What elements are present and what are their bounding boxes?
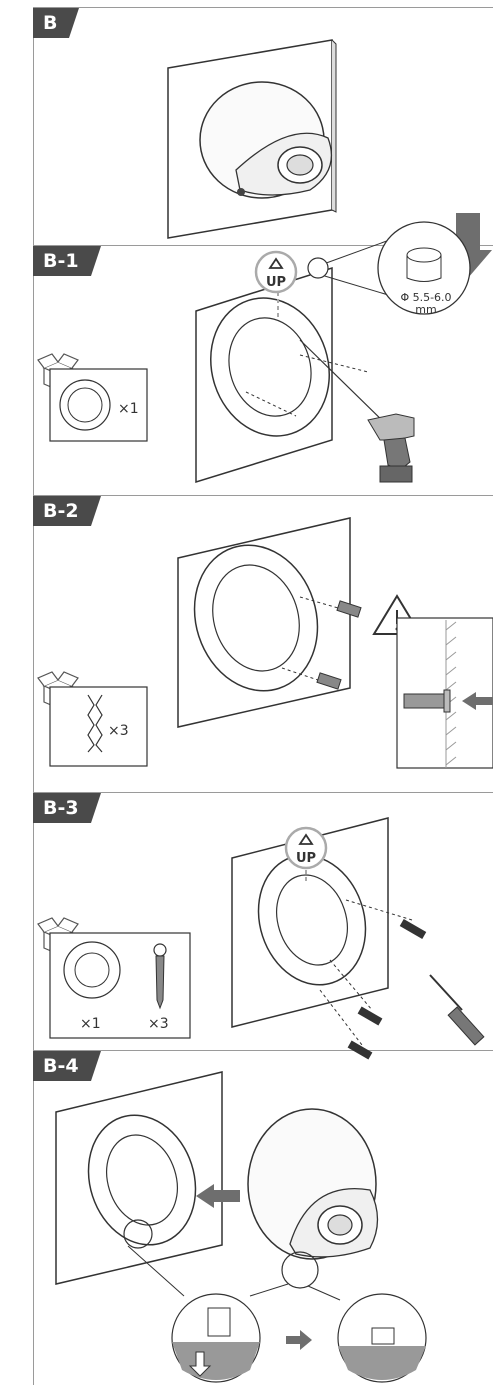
arrow-right-icon bbox=[286, 1330, 312, 1350]
up-badge-b3: UP bbox=[286, 828, 326, 868]
qty-screw-b3: ×3 bbox=[148, 1016, 169, 1032]
detail-circle-before bbox=[172, 1294, 260, 1382]
up-badge-b1: UP bbox=[256, 252, 296, 292]
drill-unit: mm bbox=[415, 303, 436, 316]
qty-bracket-b3: ×1 bbox=[80, 1016, 101, 1032]
qty-b2: ×3 bbox=[108, 723, 129, 739]
drill-icon bbox=[368, 414, 414, 482]
screwdriver-icon bbox=[430, 975, 484, 1045]
bracket-thumb-b3 bbox=[64, 942, 120, 998]
up-label-b3: UP bbox=[296, 851, 316, 866]
up-label-b1: UP bbox=[266, 275, 286, 290]
camera-b4 bbox=[248, 1109, 378, 1259]
detail-circle-after bbox=[338, 1294, 426, 1382]
qty-b1: ×1 bbox=[118, 401, 139, 417]
bracket-thumb-b1 bbox=[60, 380, 110, 430]
